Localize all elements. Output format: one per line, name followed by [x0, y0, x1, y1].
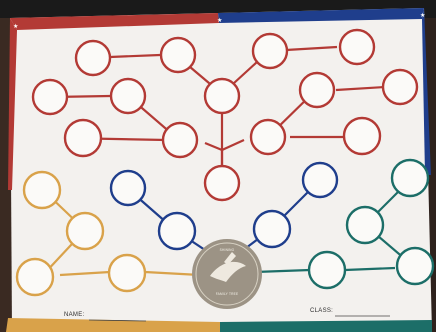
class-label: CLASS:	[310, 308, 333, 314]
seal-top-text: SHINING	[207, 248, 247, 252]
bottom-right-teal-border	[220, 320, 432, 332]
seal-bottom-text: FAMILY TREE	[207, 292, 247, 296]
star-icon: ★	[420, 12, 425, 19]
star-icon: ★	[13, 23, 18, 30]
name-label: NAME:	[64, 312, 85, 318]
star-icon: ★	[217, 17, 222, 24]
